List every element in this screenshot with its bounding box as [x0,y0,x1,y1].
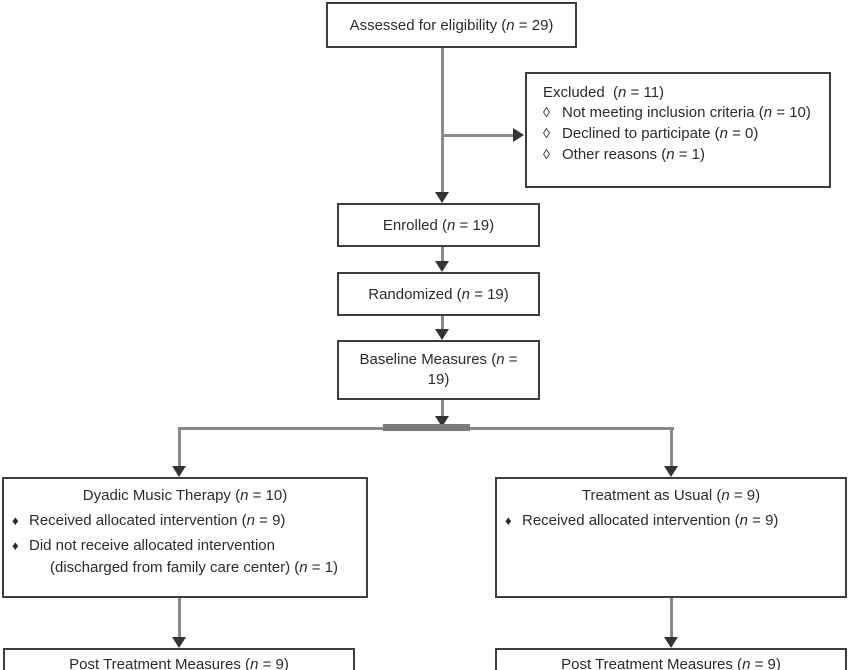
baseline-label: Baseline Measures (n = 19) [359,351,522,388]
randomized-label: Randomized (n = 19) [368,285,509,303]
excluded-item: ◊ Declined to participate (n = 0) [543,125,759,142]
connector-line [441,316,444,330]
diamond-bullet-icon: ♦ [505,513,512,528]
diamond-bullet-icon: ◊ [543,146,550,162]
excluded-item: ◊ Not meeting inclusion criteria (n = 10… [543,104,811,121]
post-treatment-right-label: Post Treatment Measures (n = 9) [561,656,781,670]
arrow-down-icon [435,329,449,340]
arrow-down-icon [172,637,186,648]
box-excluded: Excluded (n = 11) ◊ Not meeting inclusio… [525,72,831,188]
box-post-treatment-left: Post Treatment Measures (n = 9) [3,648,355,670]
diamond-bullet-icon: ♦ [12,538,19,553]
box-treatment-as-usual: Treatment as Usual (n = 9) ♦ Received al… [495,477,847,598]
box-baseline-measures: Baseline Measures (n = 19) [337,340,540,400]
box-dyadic-music-therapy: Dyadic Music Therapy (n = 10) ♦ Received… [2,477,368,598]
dyadic-item: ♦ Did not receive allocated intervention [12,537,275,554]
arrow-right-icon [513,128,524,142]
box-assessed-eligibility: Assessed for eligibility (n = 29) [326,2,577,48]
connector-line [670,598,673,638]
connector-shadow [383,424,470,431]
box-randomized: Randomized (n = 19) [337,272,540,316]
arrow-down-icon [435,261,449,272]
diamond-bullet-icon: ◊ [543,125,550,141]
dyadic-item-continuation: (discharged from family care center) (n … [50,559,339,576]
assessed-label: Assessed for eligibility (n = 29) [349,16,554,34]
dyadic-item: ♦ Received allocated intervention (n = 9… [12,512,286,529]
connector-line [178,598,181,638]
arrow-down-icon [435,416,449,427]
connector-line [670,427,673,467]
connector-line [441,247,444,262]
arrow-down-icon [435,192,449,203]
connector-line [178,427,181,467]
arrow-down-icon [664,637,678,648]
arrow-down-icon [172,466,186,477]
dyadic-title: Dyadic Music Therapy (n = 10) [82,487,288,504]
post-treatment-left-label: Post Treatment Measures (n = 9) [69,656,289,670]
enrolled-label: Enrolled (n = 19) [382,216,495,234]
arrow-down-icon [664,466,678,477]
connector-line [441,48,444,194]
tau-item: ♦ Received allocated intervention (n = 9… [505,512,779,529]
box-post-treatment-right: Post Treatment Measures (n = 9) [495,648,847,670]
tau-title: Treatment as Usual (n = 9) [581,487,761,504]
diamond-bullet-icon: ◊ [543,104,550,120]
excluded-title: Excluded (n = 11) [543,84,665,101]
diamond-bullet-icon: ♦ [12,513,19,528]
connector-line [442,134,514,137]
connector-line [441,400,444,417]
box-enrolled: Enrolled (n = 19) [337,203,540,247]
excluded-item: ◊ Other reasons (n = 1) [543,146,705,163]
